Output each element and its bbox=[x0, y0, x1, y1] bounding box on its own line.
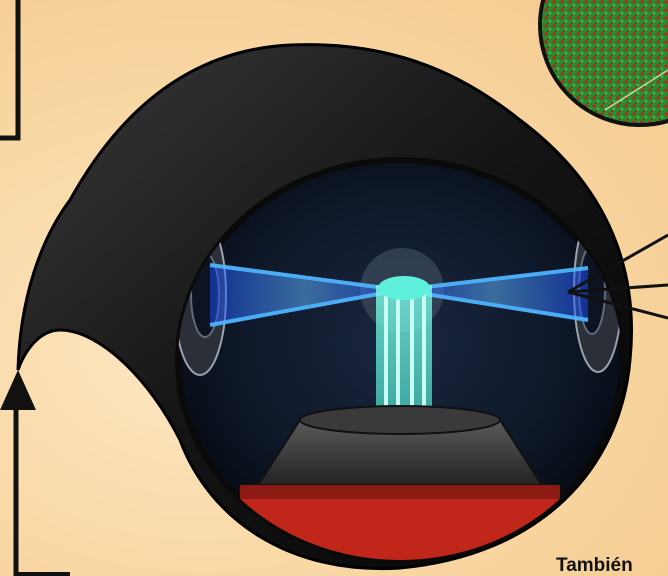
caption-text: También bbox=[556, 556, 633, 576]
upward-arrow-icon bbox=[0, 370, 70, 576]
label-box-frame bbox=[0, 0, 18, 138]
microscopy-tissue-inset bbox=[540, 0, 668, 125]
